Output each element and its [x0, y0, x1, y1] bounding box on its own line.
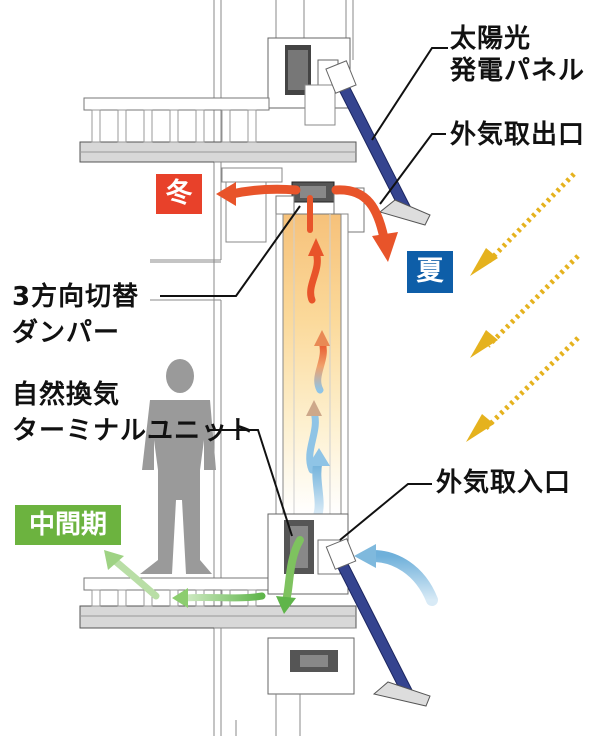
intermediate-airflow-arrows — [104, 536, 304, 614]
intermediate-badge: 中間期 — [28, 510, 107, 540]
leader-lines — [160, 47, 448, 541]
intake-inlet-label: 外気取入口 — [436, 468, 572, 498]
winter-badge-bg — [156, 174, 202, 214]
ventilation-shaft — [275, 213, 349, 515]
sunlight-arrows — [482, 172, 580, 432]
lower-solar-panel — [325, 538, 431, 707]
damper-unit — [275, 181, 365, 233]
winter-badge: 冬 — [165, 178, 193, 209]
exhaust-outlet-label: 外気取出口 — [450, 120, 586, 150]
summer-badge: 夏 — [416, 256, 444, 287]
warm-air-arrows — [306, 195, 330, 519]
solar-panel-label-line1: 太陽光 — [450, 24, 532, 54]
solar-panel-label-line2: 発電パネル — [450, 56, 586, 86]
sunlight-arrowheads — [466, 248, 498, 442]
winter-airflow-arrow — [216, 182, 301, 206]
damper-label-line1: 3方向切替 — [12, 282, 140, 312]
person-silhouette — [140, 359, 216, 574]
summer-airflow-arrow — [331, 185, 398, 262]
intermediate-badge-bg — [15, 505, 121, 545]
upper-floor-slab — [79, 97, 357, 163]
upper-solar-panel — [325, 60, 431, 226]
vent-terminal-label-line2: ターミナルユニット — [12, 416, 256, 446]
damper-label-line2: ダンパー — [12, 318, 121, 348]
vent-terminal-label-line1: 自然換気 — [12, 380, 121, 410]
bottom-mechanical-unit — [235, 637, 355, 736]
summer-badge-bg — [407, 251, 453, 293]
intake-airflow-arrow — [354, 544, 438, 606]
